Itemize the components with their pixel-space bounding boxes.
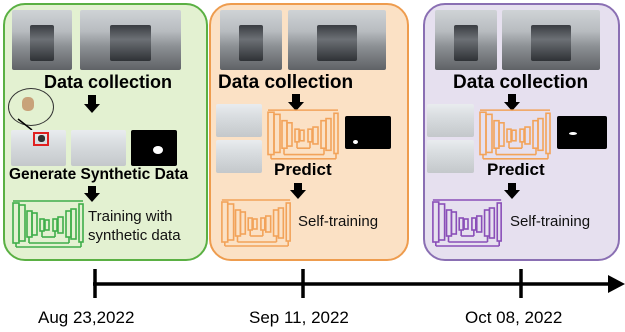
pointer-arrow: [17, 118, 33, 131]
middle-label: Predict: [274, 160, 332, 179]
date-label: Sep 11, 2022: [249, 308, 349, 327]
panel-title: Data collection: [218, 72, 354, 93]
robot-photo: [80, 10, 181, 70]
panel-title: Data collection: [453, 72, 589, 93]
timeline: [93, 269, 625, 298]
floor-image: [427, 104, 474, 137]
robot-photo: [220, 10, 282, 70]
robot-photo: [502, 10, 600, 70]
timeline-arrowhead: [608, 275, 625, 293]
floor-image: [71, 130, 126, 166]
floor-image: [216, 104, 262, 137]
date-label: Oct 08, 2022: [465, 308, 563, 327]
robot-photo: [12, 10, 72, 70]
date-label: Aug 23,2022: [38, 308, 135, 327]
network-icon: [432, 199, 502, 247]
floor-image: [427, 140, 474, 173]
mask-image: [345, 116, 391, 149]
network-icon: [267, 109, 339, 160]
side-text: Self-training: [298, 213, 379, 230]
synthetic-image: [11, 130, 66, 166]
middle-label: Predict: [487, 160, 545, 179]
network-icon: [221, 199, 291, 247]
network-icon: [12, 200, 84, 248]
mask-image: [557, 116, 607, 149]
side-text: Training with synthetic data: [88, 208, 181, 244]
robot-photo: [435, 10, 497, 70]
side-text: Self-training: [510, 213, 591, 230]
robot-photo: [288, 10, 386, 70]
hand-placement-icon: [8, 88, 54, 126]
panel-title: Data collection: [44, 72, 173, 92]
middle-label: Generate Synthetic Data: [9, 166, 189, 183]
floor-image: [216, 140, 262, 173]
mask-image: [131, 130, 177, 166]
network-icon: [479, 109, 551, 160]
